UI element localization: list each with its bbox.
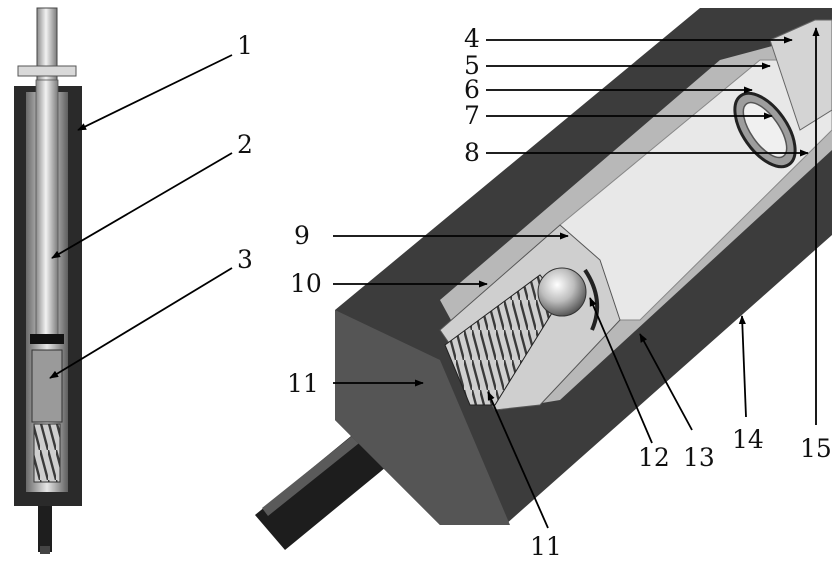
label-15: 15 <box>800 434 832 463</box>
end-face <box>335 310 510 525</box>
label-4: 4 <box>464 24 480 53</box>
label-1: 1 <box>237 31 253 60</box>
leader-11b <box>487 391 549 529</box>
label-9: 9 <box>294 221 310 250</box>
leader-3 <box>49 267 233 379</box>
label-11b: 11 <box>530 532 562 561</box>
bottom-stud-tip <box>40 546 50 554</box>
piston-rod <box>35 79 59 337</box>
leader-14 <box>738 315 747 418</box>
label-13: 13 <box>683 443 715 472</box>
label-6: 6 <box>464 75 480 104</box>
ball-seat <box>583 268 600 331</box>
label-3: 3 <box>237 245 253 274</box>
label-14: 14 <box>732 425 764 454</box>
leader-13 <box>639 333 693 431</box>
label-8: 8 <box>464 138 480 167</box>
label-7: 7 <box>464 101 480 130</box>
top-cap <box>17 65 77 77</box>
leader-12 <box>589 297 653 444</box>
leader-lines <box>49 27 820 529</box>
label-11a: 11 <box>287 369 319 398</box>
label-12: 12 <box>638 443 670 472</box>
valve-spring <box>444 274 561 406</box>
label-10: 10 <box>290 269 322 298</box>
left-view <box>14 7 82 554</box>
leader-2 <box>51 152 233 259</box>
piston-band <box>30 334 64 344</box>
leader-1 <box>77 54 233 131</box>
label-2: 2 <box>237 130 253 159</box>
lower-chamber <box>31 349 63 423</box>
label-5: 5 <box>464 51 480 80</box>
bottom-stud <box>38 506 52 552</box>
check-ball <box>537 267 587 317</box>
right-view <box>255 8 832 550</box>
part-labels: 1 2 3 4 5 6 7 8 9 10 11 11 12 13 14 15 <box>237 24 832 561</box>
bottom-spring <box>33 423 61 483</box>
